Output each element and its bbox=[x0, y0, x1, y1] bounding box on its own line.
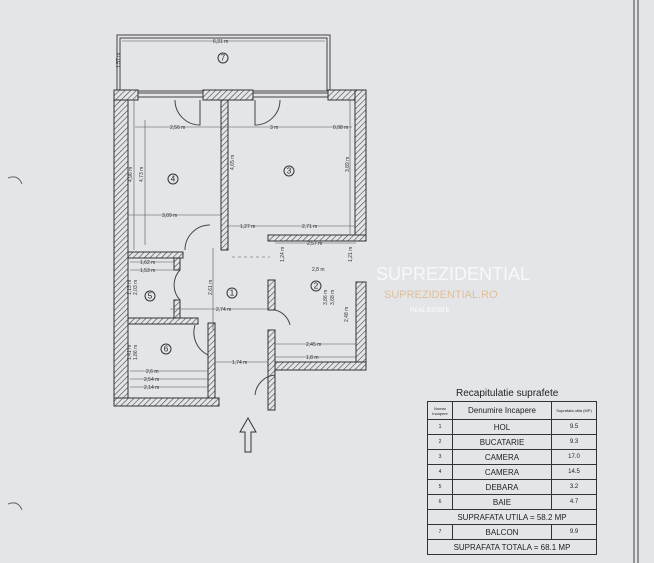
svg-text:2,45 m: 2,45 m bbox=[306, 342, 321, 348]
subtotal-row: SUPRAFATA UTILA = 58.2 MP bbox=[427, 509, 597, 525]
svg-text:1,8 m: 1,8 m bbox=[306, 355, 319, 361]
cell-area: 9.5 bbox=[551, 419, 597, 435]
cell-no: 3 bbox=[427, 449, 453, 465]
cell-area: 17.0 bbox=[551, 449, 597, 465]
svg-text:1,86 m: 1,86 m bbox=[133, 345, 139, 360]
cell-area: 4.7 bbox=[551, 494, 597, 510]
svg-text:1,41 m: 1,41 m bbox=[127, 345, 133, 360]
cell-area: 9.3 bbox=[551, 434, 597, 450]
room-number-1: 1 bbox=[230, 289, 235, 298]
header-name: Denumire Incapere bbox=[452, 401, 552, 420]
svg-text:2,54 m: 2,54 m bbox=[144, 377, 159, 383]
svg-text:3,89 m: 3,89 m bbox=[345, 157, 351, 172]
paper-curl-mark bbox=[7, 502, 23, 511]
room-markers bbox=[144, 52, 322, 355]
cell-area: 9.9 bbox=[551, 524, 597, 540]
svg-text:1,21 m: 1,21 m bbox=[348, 247, 354, 262]
paper-curl-mark bbox=[7, 176, 23, 185]
header-area: Suprafata utila (MP) bbox=[551, 401, 597, 420]
room-number-6: 6 bbox=[164, 345, 169, 354]
svg-text:2,71 m: 2,71 m bbox=[302, 224, 317, 230]
cell-name: DEBARA bbox=[452, 479, 552, 495]
dimension-labels: 6,31 m 1,57 m 2,56 m 3 m 0,98 m 4,96 m 4… bbox=[116, 39, 354, 391]
svg-text:2,61 m: 2,61 m bbox=[208, 280, 214, 295]
svg-text:1,74 m: 1,74 m bbox=[232, 360, 247, 366]
room-number-7: 7 bbox=[221, 54, 226, 63]
svg-text:3 m: 3 m bbox=[270, 125, 278, 131]
watermark: SUPREZIDENTIAL bbox=[376, 264, 530, 284]
cell-name: BAIE bbox=[452, 494, 552, 510]
cell-no: 4 bbox=[427, 464, 453, 480]
svg-text:1,57 m: 1,57 m bbox=[116, 53, 122, 68]
svg-text:3,09 m: 3,09 m bbox=[162, 213, 177, 219]
door-swings bbox=[173, 99, 291, 396]
svg-text:2,48 m: 2,48 m bbox=[344, 307, 350, 322]
summary-table: Numar Incapere Denumire Incapere Suprafa… bbox=[427, 401, 597, 555]
cell-no: 2 bbox=[427, 434, 453, 450]
svg-text:2,8 m: 2,8 m bbox=[312, 267, 325, 273]
cell-name: HOL bbox=[452, 419, 552, 435]
svg-text:2,74 m: 2,74 m bbox=[216, 307, 231, 313]
summary-title: Recapitulatie suprafete bbox=[456, 388, 559, 399]
cell-name: BUCATARIE bbox=[452, 434, 552, 450]
svg-text:2,03 m: 2,03 m bbox=[133, 280, 139, 295]
total-row: SUPRAFATA TOTALA = 68.1 MP bbox=[427, 539, 597, 555]
svg-text:2,14 m: 2,14 m bbox=[144, 385, 159, 391]
dimension-lines bbox=[122, 40, 356, 388]
svg-text:0,98 m: 0,98 m bbox=[333, 125, 348, 131]
total-text: SUPRAFATA TOTALA = 68.1 MP bbox=[427, 539, 597, 555]
cell-area: 3.2 bbox=[551, 479, 597, 495]
room-number-5: 5 bbox=[148, 292, 153, 301]
svg-text:1,53 m: 1,53 m bbox=[140, 268, 155, 274]
cell-name: BALCON bbox=[452, 524, 552, 540]
svg-text:1,62 m: 1,62 m bbox=[140, 260, 155, 266]
watermark: SUPREZIDENTIAL.RO bbox=[384, 289, 498, 301]
svg-text:6,31 m: 6,31 m bbox=[213, 39, 228, 45]
table-header: Numar Incapere Denumire Incapere Suprafa… bbox=[427, 401, 597, 420]
cell-no: 1 bbox=[427, 419, 453, 435]
svg-text:4,65 m: 4,65 m bbox=[230, 155, 236, 170]
cell-name: CAMERA bbox=[452, 449, 552, 465]
window-lines bbox=[138, 92, 328, 98]
cell-no: 7 bbox=[427, 524, 453, 540]
header-number: Numar Incapere bbox=[427, 401, 453, 420]
svg-text:2,56 m: 2,56 m bbox=[170, 125, 185, 131]
svg-text:4,73 m: 4,73 m bbox=[139, 167, 145, 182]
cell-name: CAMERA bbox=[452, 464, 552, 480]
watermark: REAL ESTATE bbox=[410, 308, 450, 314]
walls bbox=[113, 89, 367, 411]
svg-text:2,57 m: 2,57 m bbox=[307, 241, 322, 247]
svg-text:1,27 m: 1,27 m bbox=[240, 224, 255, 230]
cell-no: 6 bbox=[427, 494, 453, 510]
svg-text:3,68 m: 3,68 m bbox=[330, 290, 336, 305]
cell-area: 14.5 bbox=[551, 464, 597, 480]
svg-text:1,13 m: 1,13 m bbox=[127, 280, 133, 295]
cell-no: 5 bbox=[427, 479, 453, 495]
svg-text:3,86 m: 3,86 m bbox=[323, 290, 329, 305]
svg-text:4,96 m: 4,96 m bbox=[128, 167, 134, 182]
subtotal-text: SUPRAFATA UTILA = 58.2 MP bbox=[427, 509, 597, 525]
svg-text:2,6 m: 2,6 m bbox=[146, 369, 159, 375]
entrance-arrow-icon bbox=[239, 416, 257, 453]
svg-text:1,24 m: 1,24 m bbox=[280, 247, 286, 262]
room-number-3: 3 bbox=[287, 167, 292, 176]
room-number-4: 4 bbox=[171, 175, 176, 184]
room-number-2: 2 bbox=[314, 282, 319, 291]
